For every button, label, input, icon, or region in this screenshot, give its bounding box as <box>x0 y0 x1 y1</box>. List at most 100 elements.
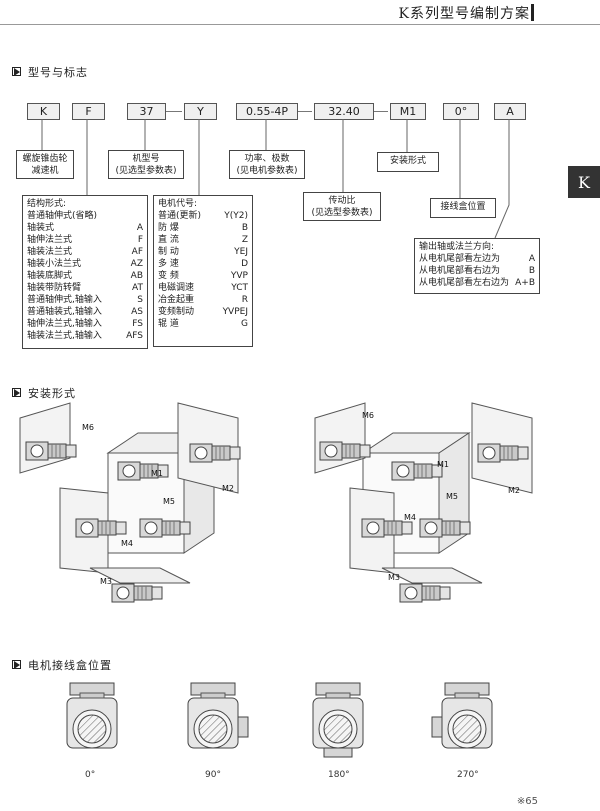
list-item-label: 轴装法兰式 <box>27 247 73 257</box>
list-item-code: YEJ <box>234 247 248 257</box>
list-item-code: Y(Y2) <box>224 211 248 221</box>
section-arrow-icon <box>12 67 24 77</box>
side-tab-k[interactable]: K <box>568 166 600 198</box>
list-item-label: 轴伸法兰式 <box>27 235 73 245</box>
junction-label-90: 90° <box>205 770 221 780</box>
code-box-ratio: 32.40 <box>314 103 374 120</box>
mount-label-m2: M2 <box>508 486 520 495</box>
mount-label-m1: M1 <box>437 460 449 469</box>
label-text: (见电机参数表) <box>236 166 298 176</box>
list-item-code: A <box>528 254 535 264</box>
list-item-code: A+B <box>515 278 535 288</box>
list-item-label: 轴伸法兰式,轴输入 <box>27 319 102 329</box>
list-item-code: Z <box>241 235 248 245</box>
list-item-label: 从电机尾部看左边为 <box>419 254 501 264</box>
list-item-code: YVP <box>230 271 248 281</box>
label-box-k: 螺旋锥齿轮 减速机 <box>16 150 74 179</box>
label-text: 螺旋锥齿轮 <box>22 154 68 164</box>
list-item: 轴伸法兰式,轴输入 FS <box>27 318 143 330</box>
list-item-label: 轴装式 <box>27 223 55 233</box>
list-item-code: FS <box>132 319 143 329</box>
list-item-label: 冶金起重 <box>158 295 195 305</box>
list-item-code: AF <box>131 247 143 257</box>
list-item: 从电机尾部看左右边为 A+B <box>419 277 535 289</box>
list-item-label: 普通轴伸式,轴输入 <box>27 295 102 305</box>
page-number: ※65 <box>516 796 538 807</box>
code-box-mount: M1 <box>390 103 426 120</box>
label-text: 减速机 <box>31 166 59 176</box>
junction-diagrams <box>66 682 493 758</box>
list-item-label: 直 流 <box>158 235 179 245</box>
header-accent-bar <box>531 4 534 21</box>
list-item-code: B <box>241 223 248 233</box>
list-item-code: R <box>241 295 248 305</box>
label-text: 传动比 <box>328 196 356 206</box>
list-item-label: 变 频 <box>158 271 179 281</box>
list-item: 普通轴伸式,轴输入 S <box>27 294 143 306</box>
list-item-code: S <box>137 295 143 305</box>
page-header-title: K系列型号编制方案 <box>398 6 530 22</box>
label-text: 功率、极数 <box>244 154 290 164</box>
label-text: (见选型参数表) <box>115 166 177 176</box>
shaft-direction-title: 输出轴或法兰方向: <box>419 242 495 252</box>
section-junction-heading: 电机接线盒位置 <box>12 657 112 673</box>
label-box-junction: 接线盒位置 <box>430 198 496 218</box>
mount-label-m4: M4 <box>121 539 133 548</box>
section-arrow-icon <box>12 660 24 670</box>
mount-label-m2: M2 <box>222 484 234 493</box>
code-box-junction: 0° <box>443 103 479 120</box>
mount-label-m3: M3 <box>388 573 400 582</box>
mount-label-m6: M6 <box>82 423 94 432</box>
junction-diagram-90 <box>187 682 249 749</box>
label-box-mount: 安装形式 <box>377 152 439 172</box>
header-rule <box>0 24 600 25</box>
mount-label-m5: M5 <box>163 497 175 506</box>
list-item-code: AT <box>132 283 143 293</box>
list-item-label: 从电机尾部看左右边为 <box>419 278 510 288</box>
code-dash <box>298 111 312 112</box>
label-text: 机型号 <box>132 154 160 164</box>
list-item-label: 轴装法兰式,轴输入 <box>27 331 102 341</box>
list-item-code: AB <box>130 271 143 281</box>
list-item-code: AFS <box>126 331 143 341</box>
label-box-power: 功率、极数 (见电机参数表) <box>229 150 305 179</box>
code-box-motor: Y <box>184 103 217 120</box>
mount-label-m3: M3 <box>100 577 112 586</box>
mounting-set-left <box>19 402 241 603</box>
mount-label-m6: M6 <box>362 411 374 420</box>
junction-label-0: 0° <box>85 770 96 780</box>
leader-lines <box>41 119 510 239</box>
list-item-label: 制 动 <box>158 247 179 257</box>
list-item-label: 多 速 <box>158 259 179 269</box>
label-box-model-number: 机型号 (见选型参数表) <box>108 150 184 179</box>
list-item-label: 辊 道 <box>158 319 179 329</box>
list-item-label: 轴装带防转臂 <box>27 283 82 293</box>
mounting-set-right <box>314 402 533 603</box>
list-item-label: 电磁调速 <box>158 283 195 293</box>
list-item-code: A <box>136 223 143 233</box>
junction-diagram-0 <box>66 682 118 749</box>
list-item-label: 变频制动 <box>158 307 195 317</box>
list-item-code: AZ <box>130 259 143 269</box>
code-box-shaft-direction: A <box>494 103 526 120</box>
list-item-label: 从电机尾部看右边为 <box>419 266 501 276</box>
list-item-label: 防 爆 <box>158 223 179 233</box>
list-item: 轴装法兰式,轴输入 AFS <box>27 330 143 342</box>
